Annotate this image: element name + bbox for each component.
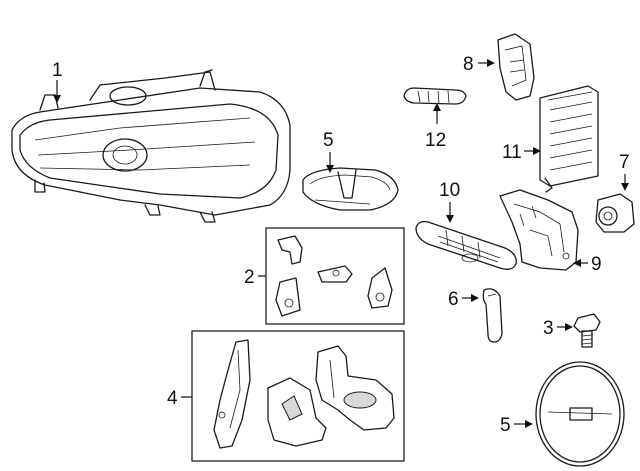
leader-11-arrow (533, 147, 541, 155)
leader-10-arrow (446, 215, 454, 223)
bolt (573, 313, 601, 348)
leader-9-arrow (573, 259, 581, 267)
duct (499, 189, 579, 271)
leader-8-arrow (487, 59, 495, 67)
leader-5-lower-arrow (525, 420, 533, 428)
callout-1: 1 (52, 60, 63, 81)
bracket-set (275, 235, 393, 317)
callout-12: 12 (425, 130, 446, 151)
callout-2: 2 (244, 267, 255, 288)
callout-9: 9 (591, 254, 602, 275)
trim-strip (403, 87, 467, 105)
leader-5-upper-arrow (326, 165, 334, 173)
housing-set-box (191, 330, 405, 462)
housing-set (213, 339, 395, 449)
callout-5-upper: 5 (323, 130, 334, 151)
callout-3: 3 (543, 318, 554, 339)
callout-4: 4 (167, 388, 178, 409)
cap-lower (535, 361, 625, 467)
vent (415, 220, 517, 270)
callout-11: 11 (502, 142, 522, 163)
callout-5-lower: 5 (500, 415, 511, 436)
actuator (595, 193, 635, 233)
leader-1-arrow (53, 95, 61, 103)
igniter (497, 33, 535, 101)
control-module (539, 85, 599, 193)
leader-6-arrow (471, 294, 479, 302)
callout-7: 7 (619, 152, 630, 173)
hose (482, 288, 503, 343)
leader-7-arrow (621, 183, 629, 191)
headlamp-assembly (11, 69, 291, 223)
callout-6: 6 (448, 289, 459, 310)
leader-3-arrow (565, 323, 573, 331)
leader-12-arrow (433, 103, 441, 111)
cap-upper (302, 167, 399, 211)
callout-10: 10 (439, 180, 460, 201)
callout-8: 8 (463, 54, 474, 75)
